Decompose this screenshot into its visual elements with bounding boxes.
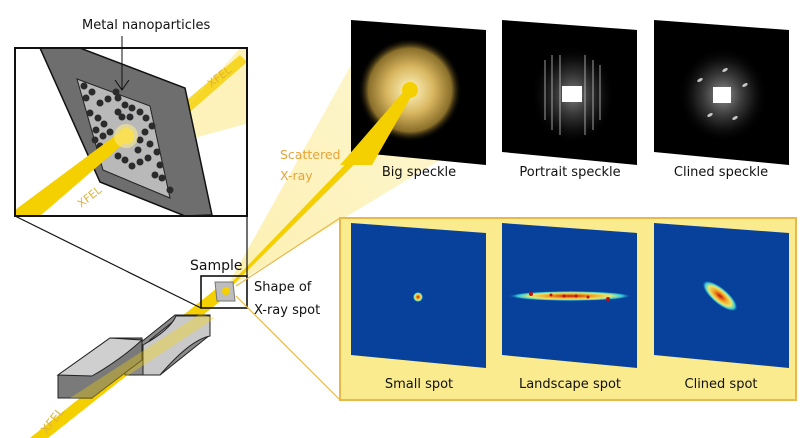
scattered-label-line2: X-ray: [280, 168, 313, 183]
speckle-caption-clined: Clined speckle: [673, 165, 769, 180]
spot-shape-label-line1: Shape of: [254, 280, 312, 295]
sample-inset: [14, 36, 248, 217]
spot-shape-label-line2: X-ray spot: [254, 303, 321, 318]
spot-panel: [339, 217, 797, 401]
speckle-caption-big: Big speckle: [381, 165, 457, 180]
spot-caption-landscape: Landscape spot: [518, 377, 622, 392]
spot-caption-small: Small spot: [384, 377, 454, 392]
speckle-panel-portrait: [502, 20, 637, 165]
inset-zoom-lines: [14, 215, 248, 309]
nanoparticles: [80, 82, 174, 194]
spot-zoom-lines: [235, 217, 341, 401]
scattered-label-line1: Scattered: [280, 147, 341, 162]
sample-label: Sample: [190, 258, 243, 274]
speckle-caption-portrait: Portrait speckle: [519, 165, 621, 180]
nanoparticles-label: Metal nanoparticles: [82, 18, 211, 33]
spot-caption-clined: Clined spot: [684, 377, 758, 392]
speckle-panel-big: [340, 20, 486, 165]
speckle-panel-clined: [654, 20, 789, 165]
sample-box: [200, 275, 248, 309]
undulator-magnets: [56, 314, 215, 399]
